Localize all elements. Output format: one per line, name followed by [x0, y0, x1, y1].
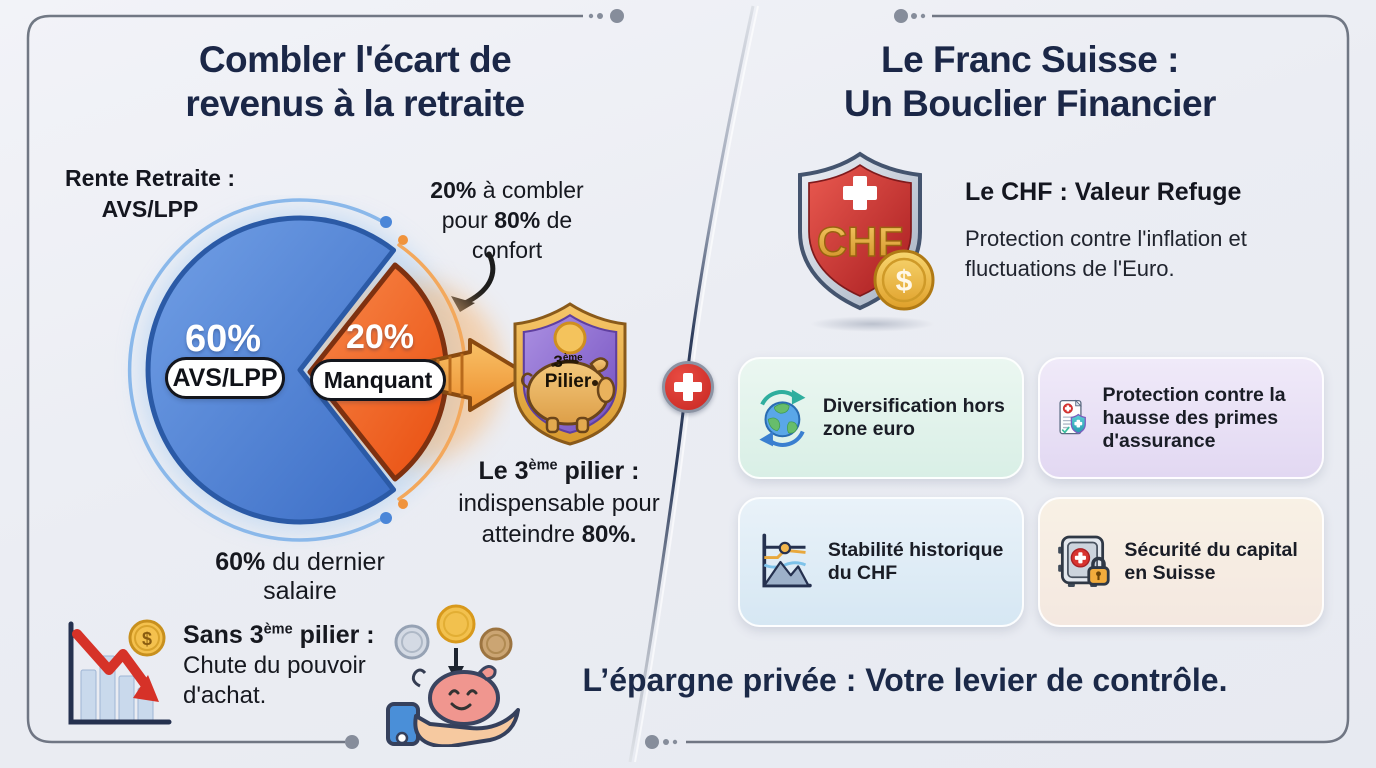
- chf-shield-icon: CHF $: [798, 151, 935, 311]
- chf-shield-shadow: [810, 316, 935, 332]
- chf-heading: Le CHF : Valeur Refuge: [965, 178, 1242, 206]
- svg-text:$: $: [896, 265, 913, 298]
- salary-note: 60% du dernier salaire: [215, 548, 385, 605]
- pie-value-60: 60%: [184, 318, 262, 360]
- footer-banner: L’épargne privée : Votre levier de contr…: [582, 662, 1228, 698]
- declining-chart-icon: $: [68, 619, 172, 725]
- benefit-card-insurance: Protection contre la hausse des primes d…: [1038, 357, 1324, 479]
- pie-label-avslpp: AVS/LPP: [165, 357, 285, 399]
- pie-value-20: 20%: [345, 318, 415, 356]
- gap-note: 20% à combler pour 80% de confort: [430, 177, 584, 263]
- safe-vault-icon: [1058, 535, 1110, 588]
- pie-label-manquant: Manquant: [310, 359, 446, 401]
- svg-text:$: $: [142, 629, 152, 649]
- benefit-card-security: Sécurité du capital en Suisse: [1038, 497, 1324, 627]
- piggy-hand-savings-icon: [386, 604, 520, 747]
- benefit-card-stability: Stabilité historique du CHF: [738, 497, 1024, 627]
- third-pillar-shield-icon: [513, 302, 627, 446]
- left-title: Combler l'écart de revenus à la retraite: [185, 39, 525, 124]
- pension-label: Rente Retraite : AVS/LPP: [65, 165, 235, 223]
- no-pillar-note: Sans 3ème pilier : Chute du pouvoir d'ac…: [183, 621, 375, 710]
- right-title: Le Franc Suisse : Un Bouclier Financier: [844, 39, 1216, 124]
- swiss-cross: [843, 176, 877, 210]
- benefit-card-diversification: Diversification hors zone euro: [738, 357, 1024, 479]
- chf-body: Protection contre l'inflation et fluctua…: [965, 226, 1247, 281]
- pillar-note: Le 3ème pilier : indispensable pour atte…: [458, 457, 660, 548]
- globe-sync-icon: [759, 389, 806, 447]
- stability-chart-icon: [762, 533, 812, 588]
- swiss-cross-badge: [662, 361, 714, 413]
- third-pillar-shield-text: 3ème Pilier: [544, 352, 592, 392]
- insurance-document-icon: [1059, 399, 1086, 435]
